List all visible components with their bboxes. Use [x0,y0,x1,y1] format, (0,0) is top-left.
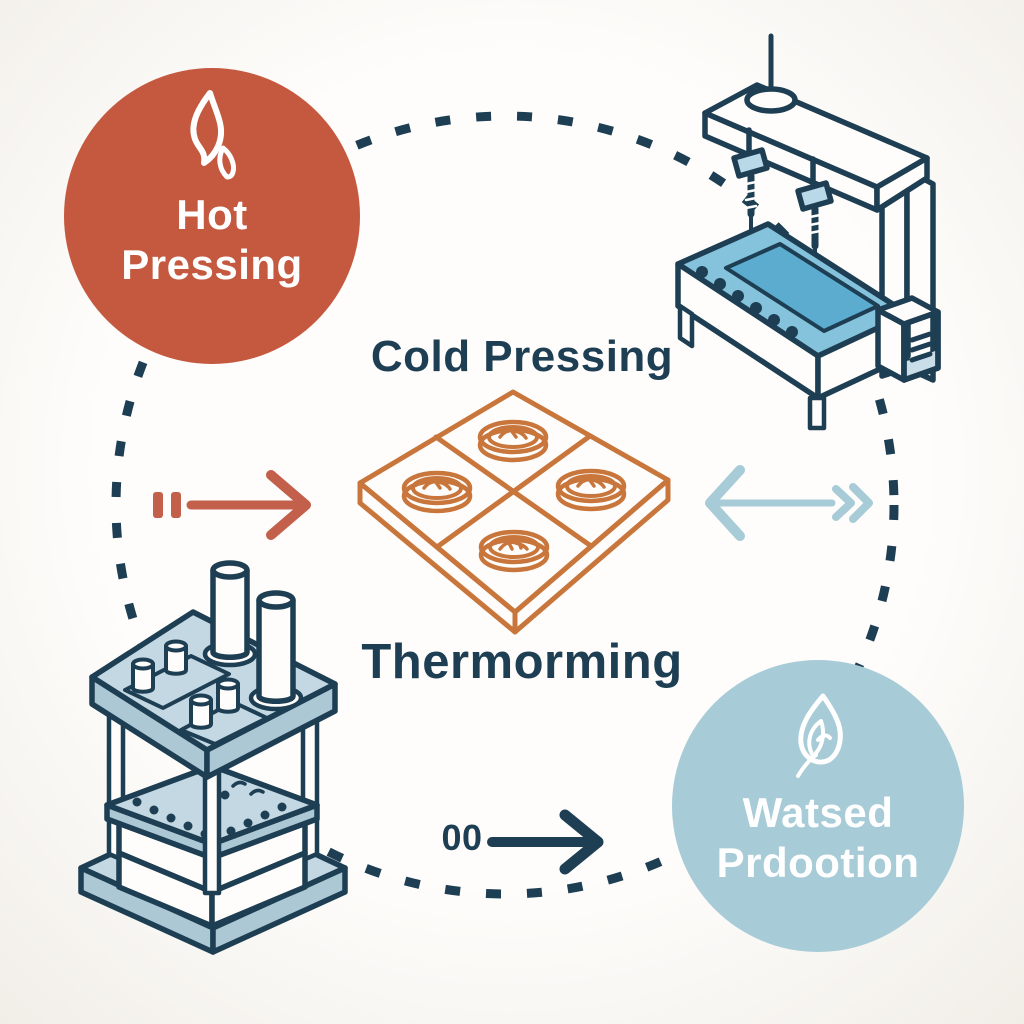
pause-arrow-right-icon [153,470,311,540]
pause-marks-icon [153,492,181,518]
press-tray [675,221,911,431]
wasted-production-label-line2: Prdootion [716,839,920,886]
control-panel [875,295,941,383]
cold-pressing-label: Cold Pressing [370,332,674,381]
node-hot-pressing: Hot Pressing [64,68,360,364]
mold-disc [401,470,473,514]
arrow-left-double-chevron-icon [705,465,873,541]
flame-icon [190,90,236,180]
hot-pressing-label-line2: Pressing [121,241,303,288]
mold-disc [478,529,550,573]
bottom-arrow-label: 00 [441,817,483,858]
mold-disc [555,468,627,512]
node-wasted-production: Watsed Prdootion [672,660,964,952]
guide-cylinders [202,560,304,712]
arrow-right-navy-icon [487,809,604,875]
press-machine-illustration [675,33,941,431]
mold-pins [123,639,269,746]
wasted-production-label-line1: Watsed [742,789,894,836]
hot-pressing-label-line1: Hot [176,191,248,238]
press-heads [731,127,834,262]
mold-disc [477,419,549,463]
mold-press-illustration [78,560,348,955]
thermoforming-label: Thermorming [361,635,683,689]
mold-tray-illustration [357,389,671,635]
tray-top-face [357,389,671,615]
leaf-flame-icon [796,693,843,778]
